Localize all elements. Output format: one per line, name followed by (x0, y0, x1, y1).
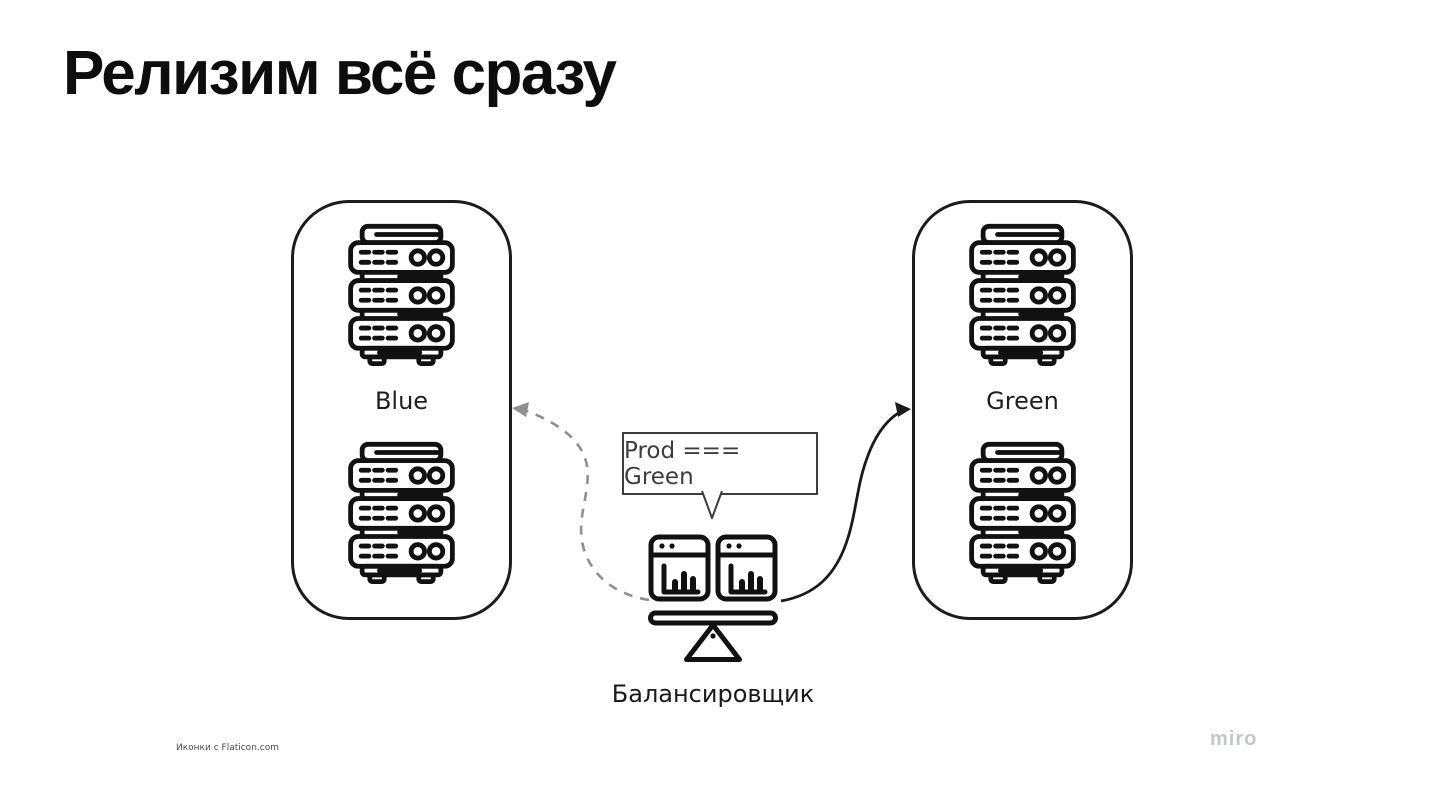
blue-environment-label: Blue (374, 387, 429, 415)
prod-callout-text: Prod === Green (624, 437, 741, 490)
balance-fulcrum (684, 622, 742, 662)
miro-watermark: miro (1210, 728, 1258, 750)
solid-arrowhead (895, 402, 911, 417)
scale-balancer-icon[interactable] (648, 534, 778, 662)
icons-attribution: Иконки с Flaticon.com (176, 743, 279, 753)
prod-callout[interactable]: Prod === Green (622, 432, 818, 519)
server-stack-icon (959, 222, 1086, 366)
server-stack-icon (338, 222, 465, 366)
callout-tail (701, 491, 723, 519)
dashed-arrowhead (512, 402, 529, 417)
browser-chart-window-icon (715, 534, 778, 602)
green-environment-box[interactable]: Green (912, 200, 1133, 620)
browser-chart-window-icon (648, 534, 711, 602)
blue-environment-box[interactable]: Blue (291, 200, 512, 620)
slide-title[interactable]: Релизим всё сразу (63, 39, 617, 108)
server-stack-icon (338, 440, 465, 584)
server-stack-icon (959, 440, 1086, 584)
green-environment-label: Green (986, 387, 1059, 415)
balancer-label[interactable]: Балансировщик (611, 680, 815, 708)
balance-beam (648, 610, 778, 626)
